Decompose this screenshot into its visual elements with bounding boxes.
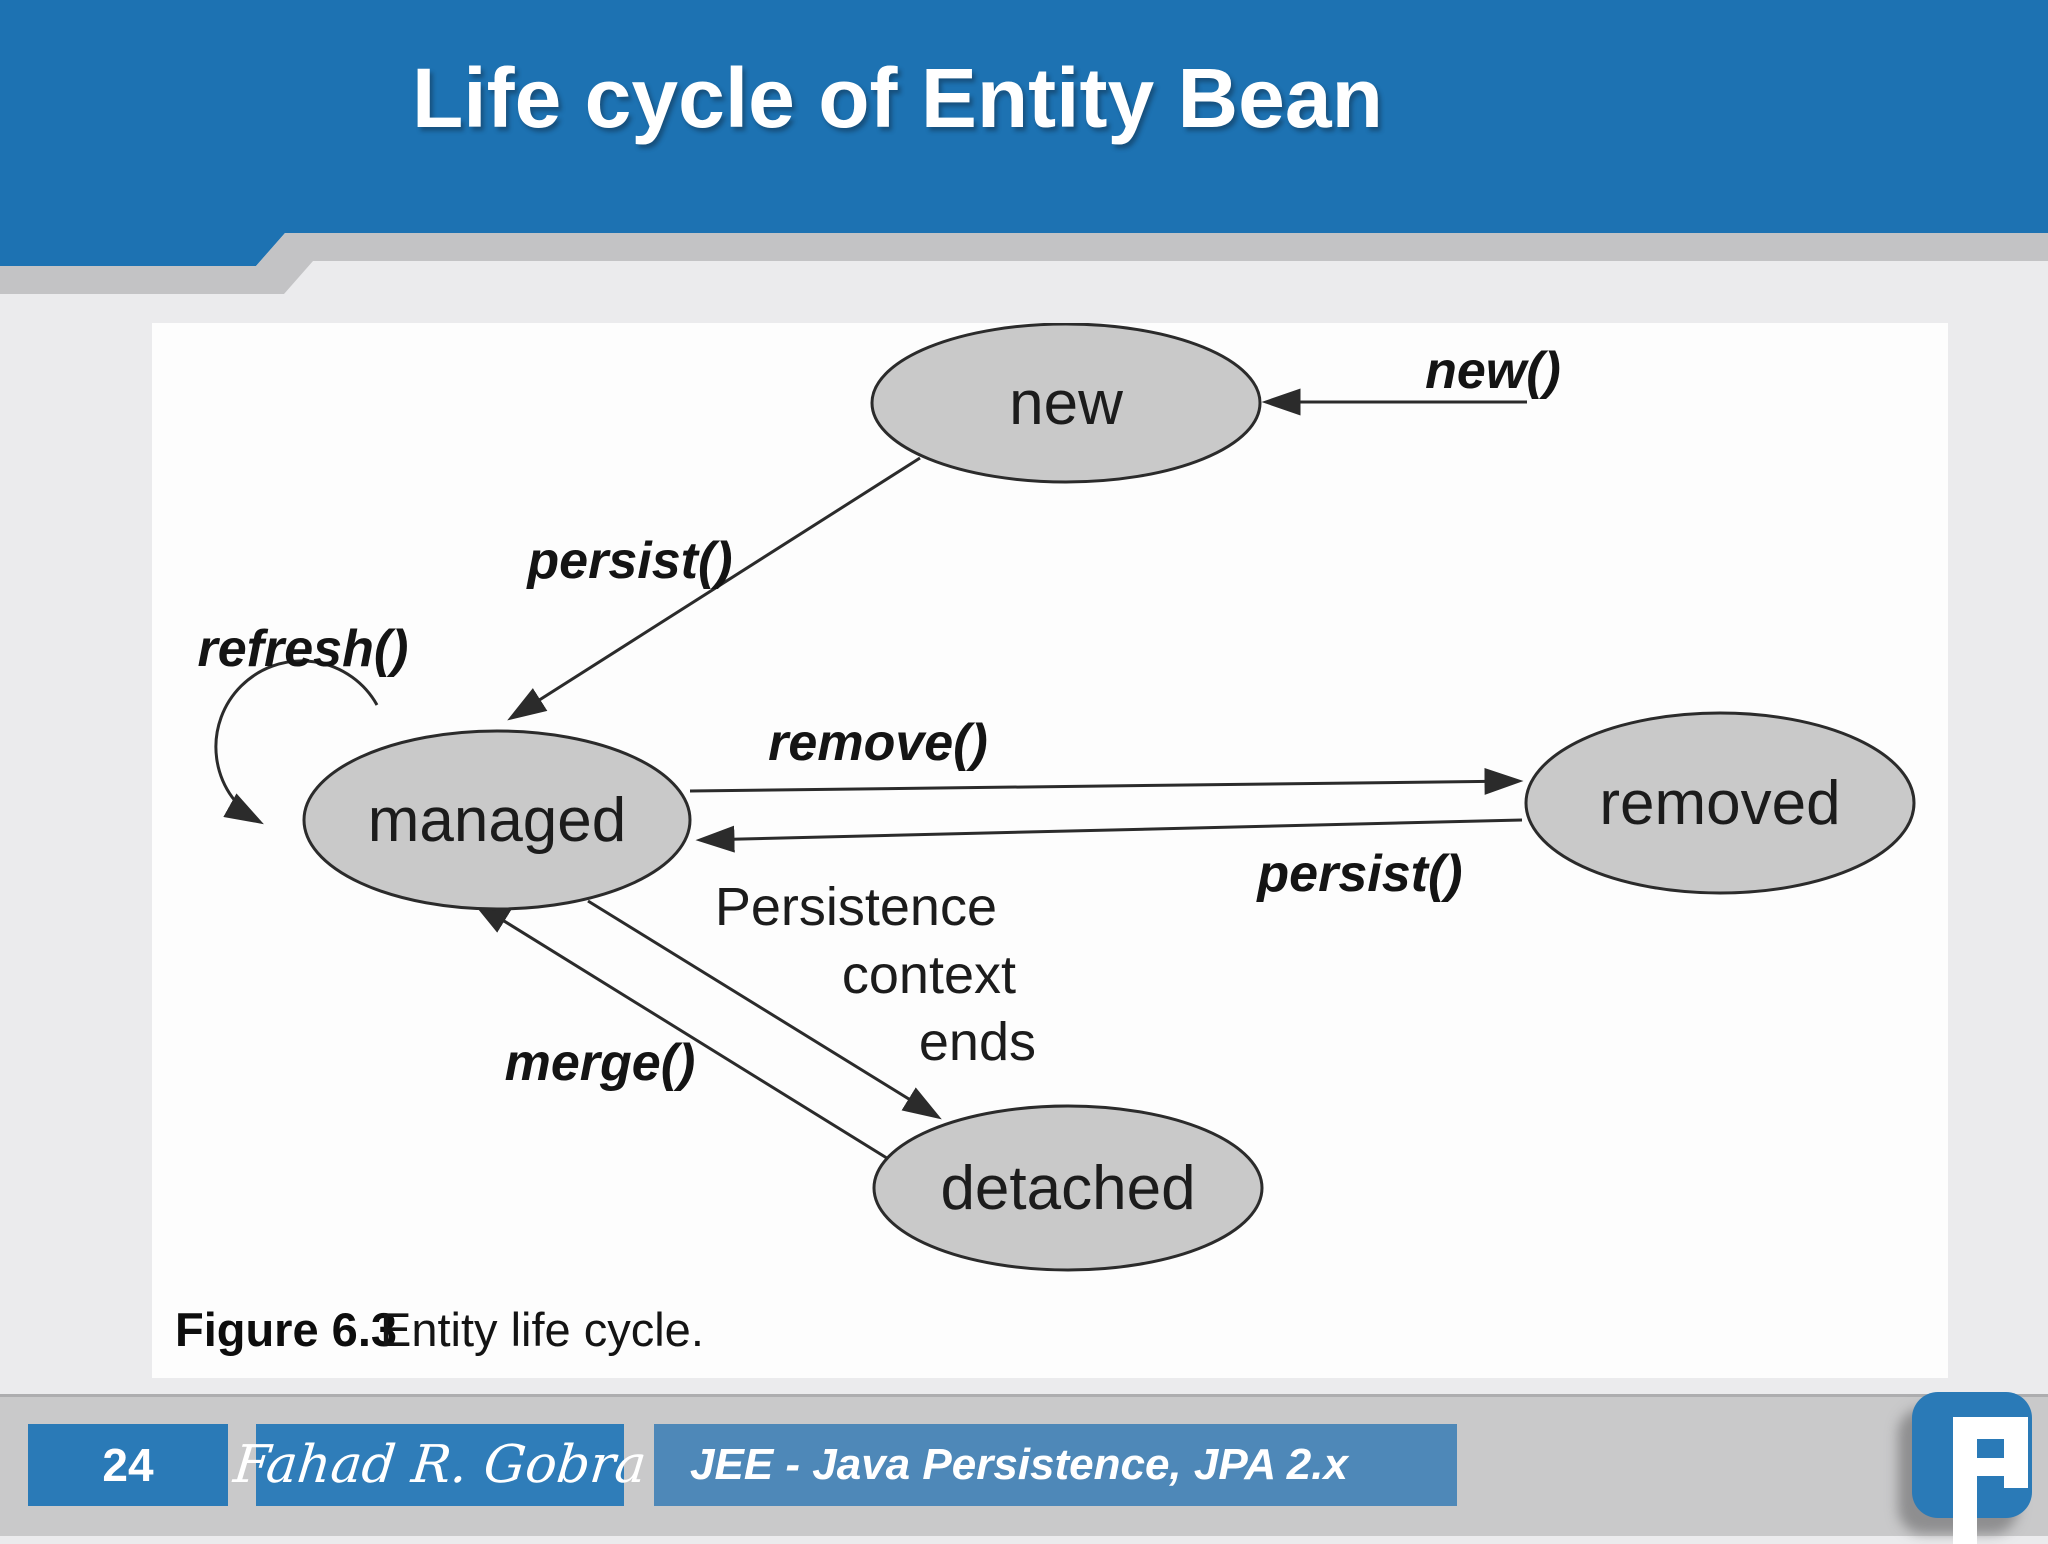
transition-label-refresh: refresh() (198, 620, 409, 678)
self-loop-refresh (214, 659, 379, 825)
transition-arrow-persist-to-managed (507, 456, 921, 721)
page-number-box: 24 (28, 1424, 228, 1506)
author-signature: Fahad R. Gobra (230, 1435, 650, 1495)
transition-label-persist-from-removed: persist() (1255, 845, 1462, 903)
state-label-managed: managed (368, 786, 627, 855)
logo-glyph-midbar (1976, 1457, 2029, 1477)
state-label-new: new (1009, 369, 1123, 438)
state-ellipse-managed (302, 729, 692, 911)
course-title: JEE - Java Persistence, JPA 2.x (690, 1440, 1348, 1489)
course-title-bar: JEE - Java Persistence, JPA 2.x (654, 1424, 1457, 1506)
transition-label-new-call: new() (1425, 342, 1561, 400)
state-ellipse-detached (872, 1104, 1264, 1272)
caption-text: Entity life cycle. (380, 1303, 704, 1356)
logo-glyph-rightbar (2004, 1417, 2029, 1488)
state-ellipse-removed (1524, 711, 1916, 895)
state-ellipse-new (870, 323, 1262, 484)
signature-box: Fahad R. Gobra (231, 1424, 649, 1506)
slide-title: Life cycle of Entity Bean (412, 51, 1383, 145)
header-bar (0, 0, 2048, 266)
transition-arrow-context-ends (587, 899, 942, 1120)
state-label-removed: removed (1599, 769, 1840, 838)
transition-label-context-ends-line1: Persistence (715, 877, 997, 937)
content-panel: new managed removed detached new() persi… (152, 323, 1948, 1378)
f-logo-icon (1912, 1392, 2032, 1544)
caption-figure-label: Figure 6.3 (175, 1303, 397, 1356)
transition-label-context-ends-line3: ends (919, 1012, 1036, 1072)
transition-label-remove: remove() (768, 714, 988, 772)
transition-label-context-ends-line2: context (842, 945, 1016, 1005)
transition-arrow-remove (689, 767, 1524, 795)
transition-arrow-persist-from-removed (695, 818, 1523, 853)
state-diagram-svg: new managed removed detached new() persi… (175, 323, 1916, 1356)
transition-label-persist-to-managed: persist() (525, 532, 732, 590)
page-number: 24 (102, 1439, 154, 1491)
transition-label-merge: merge() (505, 1034, 696, 1092)
transition-arrow-merge (471, 900, 891, 1162)
state-label-detached: detached (940, 1154, 1195, 1223)
